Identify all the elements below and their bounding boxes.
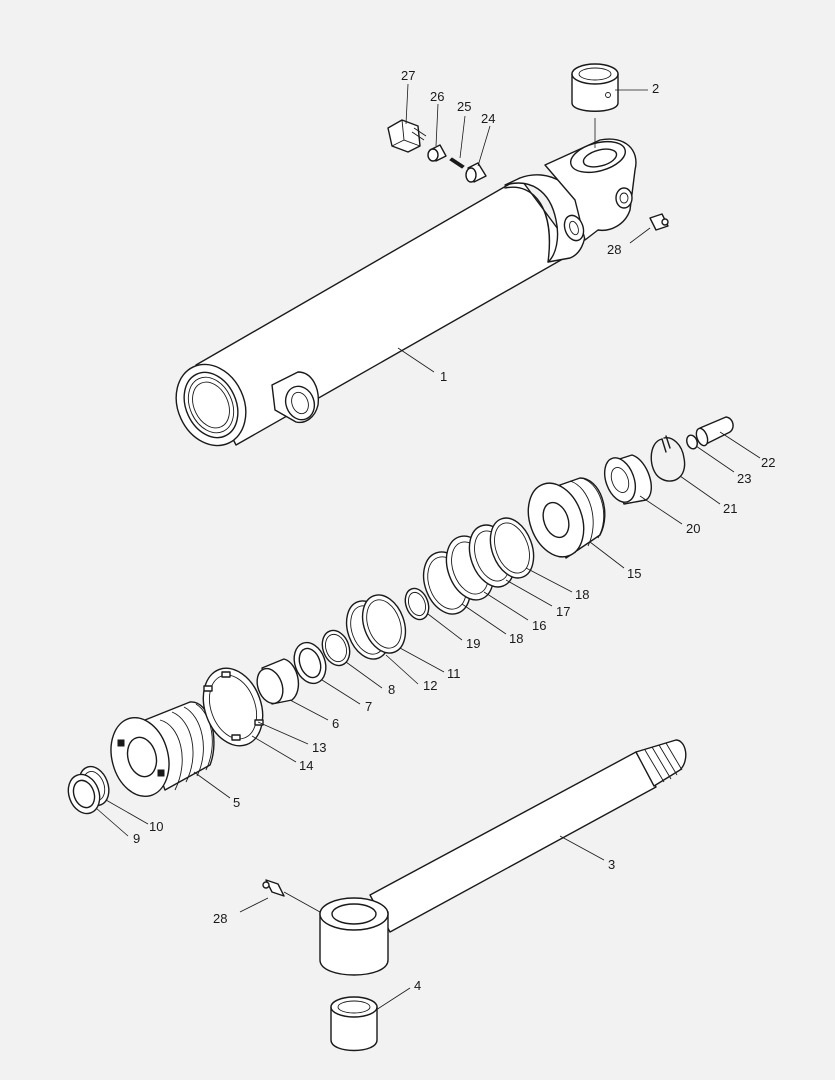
part-19-o-ring <box>404 587 430 621</box>
callout-18-lower: 18 <box>509 631 523 646</box>
callout-8: 8 <box>388 682 395 697</box>
part-28-grease-fitting-top <box>649 213 669 231</box>
callout-24: 24 <box>481 111 495 126</box>
callout-28-lower: 28 <box>213 911 227 926</box>
callout-21: 21 <box>723 501 737 516</box>
part-27-plug <box>387 119 427 153</box>
callout-18-upper: 18 <box>575 587 589 602</box>
part-9-wiper-seal <box>67 773 101 815</box>
part-22-pin <box>695 416 734 447</box>
callout-9: 9 <box>133 831 140 846</box>
callout-23: 23 <box>737 471 751 486</box>
callout-10: 10 <box>149 819 163 834</box>
part-20-nut <box>603 454 652 505</box>
callout-22: 22 <box>761 455 775 470</box>
part-1-cylinder-barrel <box>175 138 637 447</box>
callout-11: 11 <box>447 666 461 681</box>
callout-1: 1 <box>440 369 447 384</box>
part-13-14-wear-ring <box>202 667 264 747</box>
part-8-o-ring <box>321 629 351 667</box>
part-23-o-ring <box>686 434 698 450</box>
leader-lines <box>95 83 761 1011</box>
callout-19: 19 <box>466 636 480 651</box>
callout-27: 27 <box>401 68 415 83</box>
callout-4: 4 <box>414 978 421 993</box>
part-7-seal <box>293 641 327 685</box>
callout-13: 13 <box>312 740 326 755</box>
part-5-gland <box>110 701 215 798</box>
part-2-bushing <box>571 63 619 112</box>
callout-labels: 1 2 3 4 5 6 7 8 9 10 11 12 13 14 15 16 1… <box>133 68 775 993</box>
part-6-bushing <box>256 658 300 705</box>
callout-5: 5 <box>233 795 240 810</box>
callout-12: 12 <box>423 678 437 693</box>
callout-3: 3 <box>608 857 615 872</box>
part-18-backup-ring-b <box>489 517 535 579</box>
callout-26: 26 <box>430 89 444 104</box>
part-11-o-ring <box>361 594 407 654</box>
part-25-spring <box>449 157 465 169</box>
callout-14: 14 <box>299 758 313 773</box>
callout-28-upper: 28 <box>607 242 621 257</box>
callout-2: 2 <box>652 81 659 96</box>
callout-17: 17 <box>556 604 570 619</box>
callout-6: 6 <box>332 716 339 731</box>
part-28-grease-fitting-bottom <box>262 879 285 897</box>
callout-25: 25 <box>457 99 471 114</box>
part-26-spacer <box>427 144 447 162</box>
part-15-piston <box>527 477 606 559</box>
part-3-piston-rod <box>319 739 687 976</box>
callout-20: 20 <box>686 521 700 536</box>
callout-7: 7 <box>365 699 372 714</box>
callout-15: 15 <box>627 566 641 581</box>
part-21-snap-ring <box>650 435 686 482</box>
callout-16: 16 <box>532 618 546 633</box>
part-4-bushing <box>330 996 378 1052</box>
part-24-valve-seat <box>465 162 487 183</box>
